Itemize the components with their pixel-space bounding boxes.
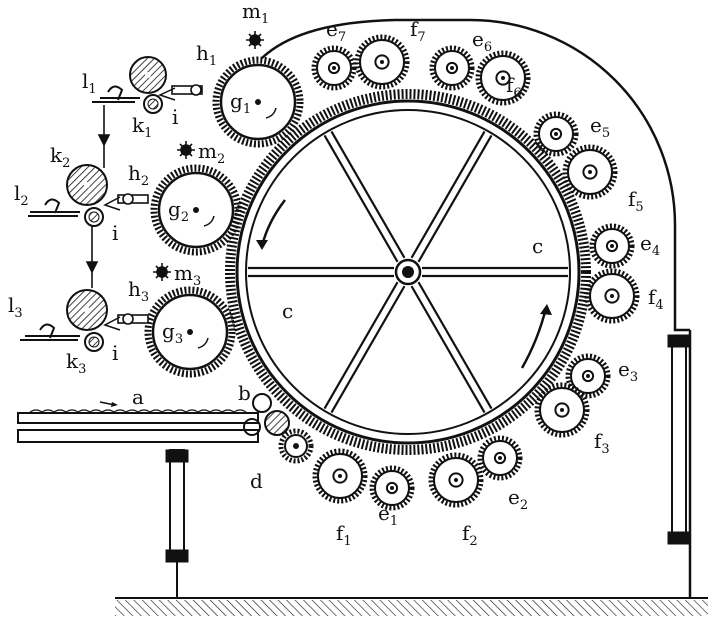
label-c-right: c — [532, 234, 543, 258]
card-roller — [589, 223, 635, 269]
label-e5: e5 — [590, 113, 610, 141]
label-i-2: i — [112, 221, 118, 245]
label-m3: m3 — [174, 261, 201, 289]
label-d: d — [250, 469, 263, 493]
spoke-line — [417, 281, 493, 410]
spoke-line — [330, 285, 406, 414]
label-i-3: i — [112, 341, 118, 365]
label-g1: g1 — [230, 89, 251, 117]
label-e7: e7 — [326, 17, 346, 45]
card-roller — [584, 268, 640, 324]
label-e2: e2 — [508, 485, 528, 513]
label-f4: f4 — [648, 285, 664, 313]
label-g2: g2 — [168, 197, 189, 225]
label-e3: e3 — [618, 357, 638, 385]
label-m2: m2 — [198, 139, 225, 167]
label-c-left: c — [282, 299, 293, 323]
spoke-line — [410, 285, 486, 414]
card-roller — [354, 34, 410, 90]
label-a: a — [132, 385, 144, 409]
label-l3: l3 — [8, 293, 23, 321]
card-roller — [311, 45, 357, 91]
feed-table — [17, 401, 261, 443]
label-f7: f7 — [410, 17, 426, 45]
condenser-k2 — [28, 164, 149, 227]
card-roller — [533, 111, 579, 157]
card-roller — [477, 435, 523, 481]
label-k1: k1 — [132, 113, 152, 141]
label-g3: g3 — [162, 319, 183, 347]
label-h1: h1 — [196, 41, 217, 69]
main-cylinder — [225, 89, 591, 455]
label-f2: f2 — [462, 521, 478, 549]
condenser-k3 — [20, 289, 149, 352]
condenser-k1 — [92, 56, 203, 114]
star-rollers — [153, 31, 264, 281]
card-roller — [312, 448, 368, 504]
label-e6: e6 — [472, 27, 492, 55]
label-f3: f3 — [594, 429, 610, 457]
card-roller — [534, 382, 590, 438]
card-roller — [428, 452, 484, 508]
labels: a b d c c g1 g2 g3 m1 m2 m3 h1 h2 h3 k1 … — [8, 0, 664, 549]
label-f5: f5 — [628, 187, 644, 215]
label-k2: k2 — [50, 143, 70, 171]
card-roller — [565, 353, 611, 399]
doffer-g1 — [212, 56, 304, 148]
doffer-g2 — [150, 164, 242, 256]
spoke-line — [330, 130, 406, 259]
feed-rollers — [252, 393, 314, 464]
label-f6: f6 — [506, 73, 522, 101]
spoke-line — [417, 134, 493, 263]
card-roller — [369, 465, 415, 511]
label-e1: e1 — [378, 501, 398, 529]
label-l2: l2 — [14, 181, 29, 209]
label-i-1: i — [172, 105, 178, 129]
right-leg — [667, 334, 691, 598]
floor — [115, 597, 708, 616]
label-m1: m1 — [242, 0, 269, 27]
card-roller — [475, 50, 531, 106]
card-roller — [562, 144, 618, 200]
label-h3: h3 — [128, 277, 149, 305]
left-leg — [165, 449, 189, 598]
spoke-line — [323, 281, 399, 410]
label-l1: l1 — [82, 69, 97, 97]
label-h2: h2 — [128, 161, 149, 189]
spoke-line — [410, 130, 486, 259]
worker-stripper-rollers — [311, 34, 640, 511]
label-b: b — [238, 381, 251, 405]
spoke-line — [323, 134, 399, 263]
label-e4: e4 — [640, 231, 660, 259]
label-k3: k3 — [66, 349, 86, 377]
label-f1: f1 — [336, 521, 352, 549]
card-roller — [429, 45, 475, 91]
sliver-path — [85, 105, 111, 288]
doffer-g3 — [144, 286, 236, 378]
